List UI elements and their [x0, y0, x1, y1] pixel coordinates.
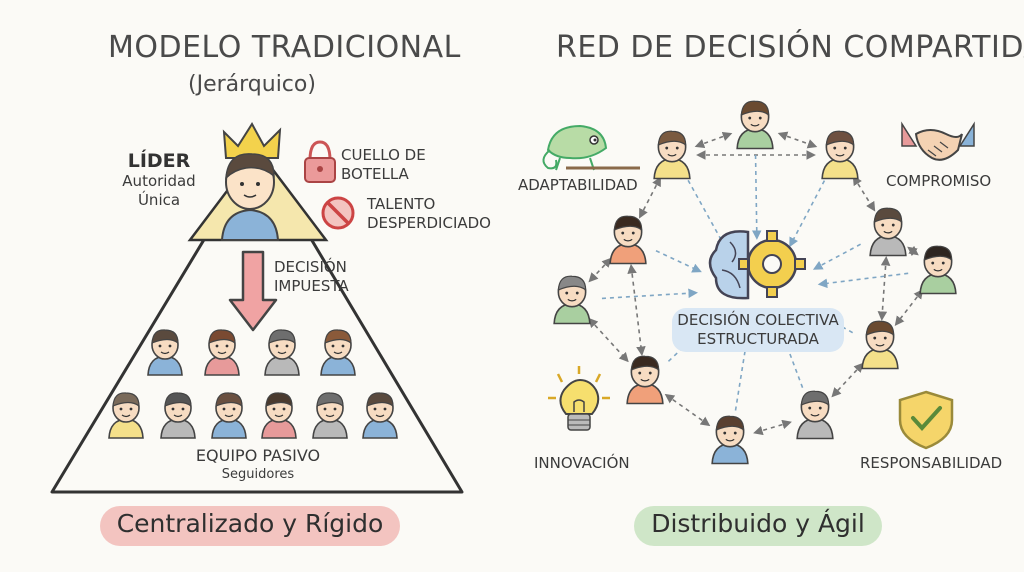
leader-line2: Única	[137, 191, 181, 209]
left-banner-bg	[100, 506, 400, 546]
shield-check-icon	[898, 390, 954, 450]
network-member-avatar	[861, 320, 899, 370]
left-banner: Centralizado y Rígido	[116, 509, 384, 538]
center-link	[687, 179, 726, 248]
center-link	[817, 272, 909, 289]
network-member-avatar	[653, 130, 691, 180]
bottleneck-line1: CUELLO DE	[341, 146, 426, 164]
network-member-avatar	[626, 355, 664, 405]
bottleneck-line2: BOTELLA	[341, 165, 409, 183]
team-member-avatar	[264, 329, 300, 376]
leader-label: LÍDER Autoridad Única	[105, 150, 213, 210]
handshake-icon	[901, 121, 975, 161]
bottleneck-label: CUELLO DE BOTELLA	[341, 146, 426, 184]
network-member-avatar	[821, 130, 859, 180]
wasted-talent-line2: DESPERDICIADO	[367, 214, 491, 232]
team-member-avatar	[160, 392, 196, 439]
imposed-decision-label: DECISIÓN IMPUESTA	[274, 258, 349, 296]
value-innovation: INNOVACIÓN	[534, 454, 630, 472]
passive-team-line1: EQUIPO PASIVO	[195, 446, 321, 465]
network-link	[831, 362, 864, 398]
center-label-bubble	[672, 308, 844, 352]
team-member-avatar	[312, 392, 348, 439]
leader-line1: Autoridad	[122, 172, 196, 190]
network-link	[852, 175, 876, 212]
imposed-decision-line2: IMPUESTA	[274, 277, 349, 295]
network-member-avatar	[711, 415, 749, 465]
wasted-talent-label: TALENTO DESPERDICIADO	[367, 195, 491, 233]
lock-icon	[304, 140, 336, 183]
lightbulb-icon	[548, 366, 610, 431]
network-member-avatar	[736, 100, 774, 150]
network-member-avatar	[609, 215, 647, 265]
prohibited-icon	[321, 196, 355, 230]
network-members	[553, 100, 957, 465]
center-link	[751, 154, 762, 240]
left-title: MODELO TRADICIONAL	[108, 30, 461, 65]
network-link	[694, 131, 733, 149]
team-member-avatar	[362, 392, 398, 439]
right-banner-bg	[634, 506, 882, 546]
network-member-avatar	[869, 207, 907, 257]
network-link	[877, 256, 891, 321]
team-member-avatar	[211, 392, 247, 439]
network-member-avatar	[553, 275, 591, 325]
leader-title: LÍDER	[127, 150, 191, 172]
center-link	[655, 250, 702, 273]
collective-decision-label: DECISIÓN COLECTIVA ESTRUCTURADA	[672, 311, 844, 349]
team-member-avatar	[261, 392, 297, 439]
collective-decision-line2: ESTRUCTURADA	[697, 330, 819, 348]
value-commitment: COMPROMISO	[886, 172, 992, 190]
passive-team-line2: Seguidores	[221, 467, 295, 482]
imposed-decision-arrow	[228, 250, 278, 332]
brain-gear-icon	[708, 230, 806, 300]
network-link	[907, 245, 919, 257]
network-link	[664, 393, 711, 427]
collective-decision-line1: DECISIÓN COLECTIVA	[677, 311, 839, 329]
network-link	[627, 263, 646, 357]
center-link	[789, 180, 826, 248]
network-member-avatar	[796, 390, 834, 440]
center-link	[734, 339, 751, 411]
team-member-avatar	[320, 329, 356, 376]
left-subtitle: (Jerárquico)	[188, 72, 316, 97]
team-members	[108, 329, 398, 439]
chameleon-icon	[542, 124, 640, 171]
leader-avatar	[220, 122, 282, 241]
network-link	[588, 317, 629, 363]
team-member-avatar	[108, 392, 144, 439]
value-responsibility: RESPONSABILIDAD	[860, 454, 1003, 472]
value-adaptability: ADAPTABILIDAD	[518, 176, 638, 194]
network-link	[639, 176, 661, 219]
center-link	[781, 335, 804, 388]
team-member-avatar	[147, 329, 183, 376]
team-member-avatar	[204, 329, 240, 376]
network-link	[894, 289, 924, 326]
imposed-decision-line1: DECISIÓN	[274, 258, 347, 276]
right-title: RED DE DECISIÓN COMPARTIDA	[556, 30, 1024, 65]
center-link	[667, 321, 711, 362]
network-links	[588, 131, 924, 436]
passive-team-label: EQUIPO PASIVO Seguidores	[158, 446, 358, 484]
right-banner: Distribuido y Ágil	[651, 509, 865, 538]
network-link	[753, 419, 792, 436]
center-link	[601, 288, 699, 300]
center-link	[812, 243, 861, 270]
network-member-avatar	[919, 245, 957, 295]
wasted-talent-line1: TALENTO	[367, 195, 436, 213]
network-link	[777, 131, 818, 149]
network-link	[588, 257, 612, 283]
